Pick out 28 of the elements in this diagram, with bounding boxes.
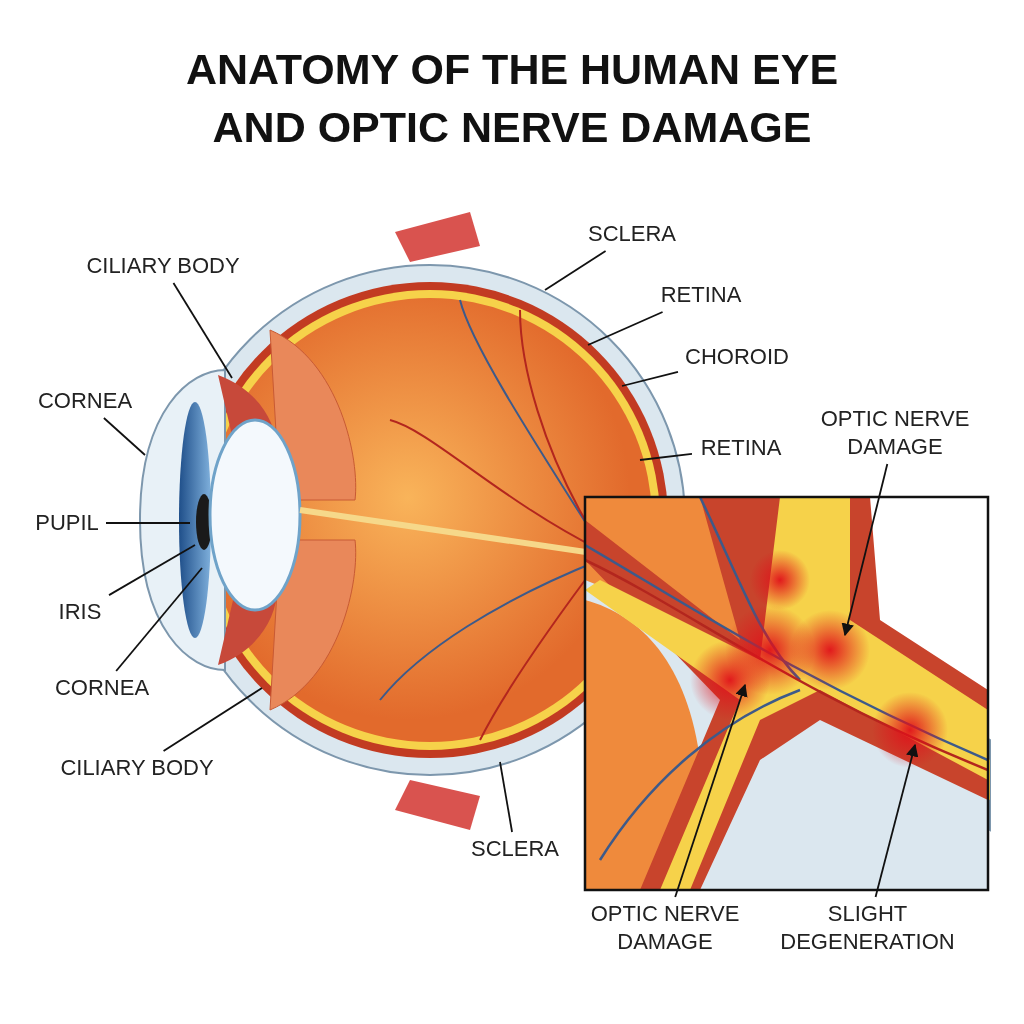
part-label: RETINA: [696, 434, 786, 462]
leader-line: [172, 282, 233, 379]
part-label: CHOROID: [682, 343, 792, 371]
leader-line: [105, 522, 191, 524]
leader-line: [103, 417, 146, 456]
leader-line: [587, 311, 664, 346]
part-label: SCLERA: [465, 835, 565, 863]
part-label: CORNEA: [35, 387, 135, 415]
leader-line: [499, 761, 513, 833]
arrow: [874, 743, 919, 898]
title: ANATOMY OF THE HUMAN EYE AND OPTIC NERVE DAMAGE: [184, 44, 840, 153]
part-label: OPTIC NERVE DAMAGE: [590, 900, 740, 956]
part-label: CILIARY BODY: [52, 754, 222, 782]
part-label: CILIARY BODY: [78, 252, 248, 280]
leader-line: [621, 371, 679, 387]
part-label: PUPIL: [32, 509, 102, 537]
leader-line: [108, 544, 196, 596]
leader-line: [162, 687, 263, 752]
part-label: RETINA: [656, 281, 746, 309]
arrow: [841, 463, 889, 637]
part-label: OPTIC NERVE DAMAGE: [815, 405, 975, 461]
leader-line: [544, 250, 607, 291]
part-label: SCLERA: [582, 220, 682, 248]
leader-line: [639, 452, 693, 461]
part-label: CORNEA: [52, 674, 152, 702]
part-label: IRIS: [55, 598, 105, 626]
part-label: SLIGHT DEGENERATION: [755, 900, 980, 956]
leader-line: [115, 567, 203, 672]
